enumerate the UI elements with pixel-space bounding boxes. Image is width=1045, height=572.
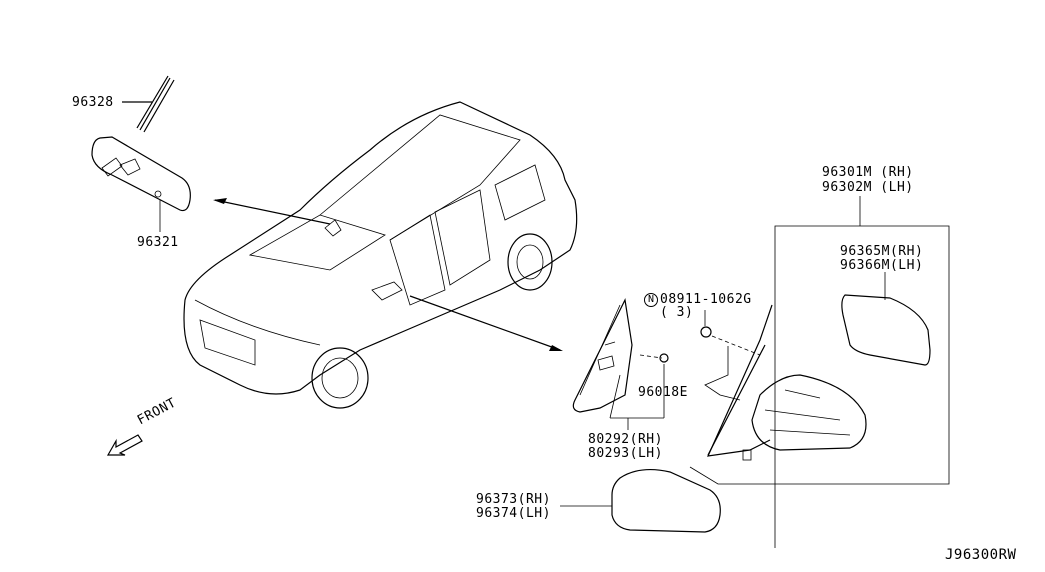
label-mirror-glass-lh: 96366M(LH): [840, 258, 924, 273]
label-door-mirror-lh: 96302M (LH): [822, 180, 914, 195]
label-mirror-glass-rh: 96365M(RH): [840, 244, 924, 259]
nut-drawing: [700, 310, 761, 401]
label-inner-mirror-wire: 96328: [72, 95, 114, 110]
label-nut-marker: N: [644, 293, 658, 307]
label-inner-mirror: 96321: [137, 235, 179, 250]
label-grommet: 96018E: [638, 385, 688, 400]
label-mirror-cover-lh: 96374(LH): [476, 506, 551, 521]
label-nut: 08911-1062G: [660, 292, 752, 307]
vehicle-drawing: [183, 101, 578, 409]
label-finisher-lh: 80293(LH): [588, 446, 663, 461]
diagram-id: J96300RW: [945, 547, 1017, 563]
door-mirror-assy-drawing: [689, 196, 950, 548]
label-door-mirror-rh: 96301M (RH): [822, 165, 914, 180]
label-mirror-cover-rh: 96373(RH): [476, 492, 551, 507]
inner-mirror-wire-drawing: [122, 75, 175, 133]
mirror-cover-drawing: [560, 468, 721, 533]
front-arrow-icon: [106, 434, 143, 456]
label-nut-qty: ( 3): [660, 305, 694, 320]
inner-mirror-drawing: [91, 136, 191, 232]
label-finisher-rh: 80292(RH): [588, 432, 663, 447]
finisher-drawing: [572, 298, 669, 430]
